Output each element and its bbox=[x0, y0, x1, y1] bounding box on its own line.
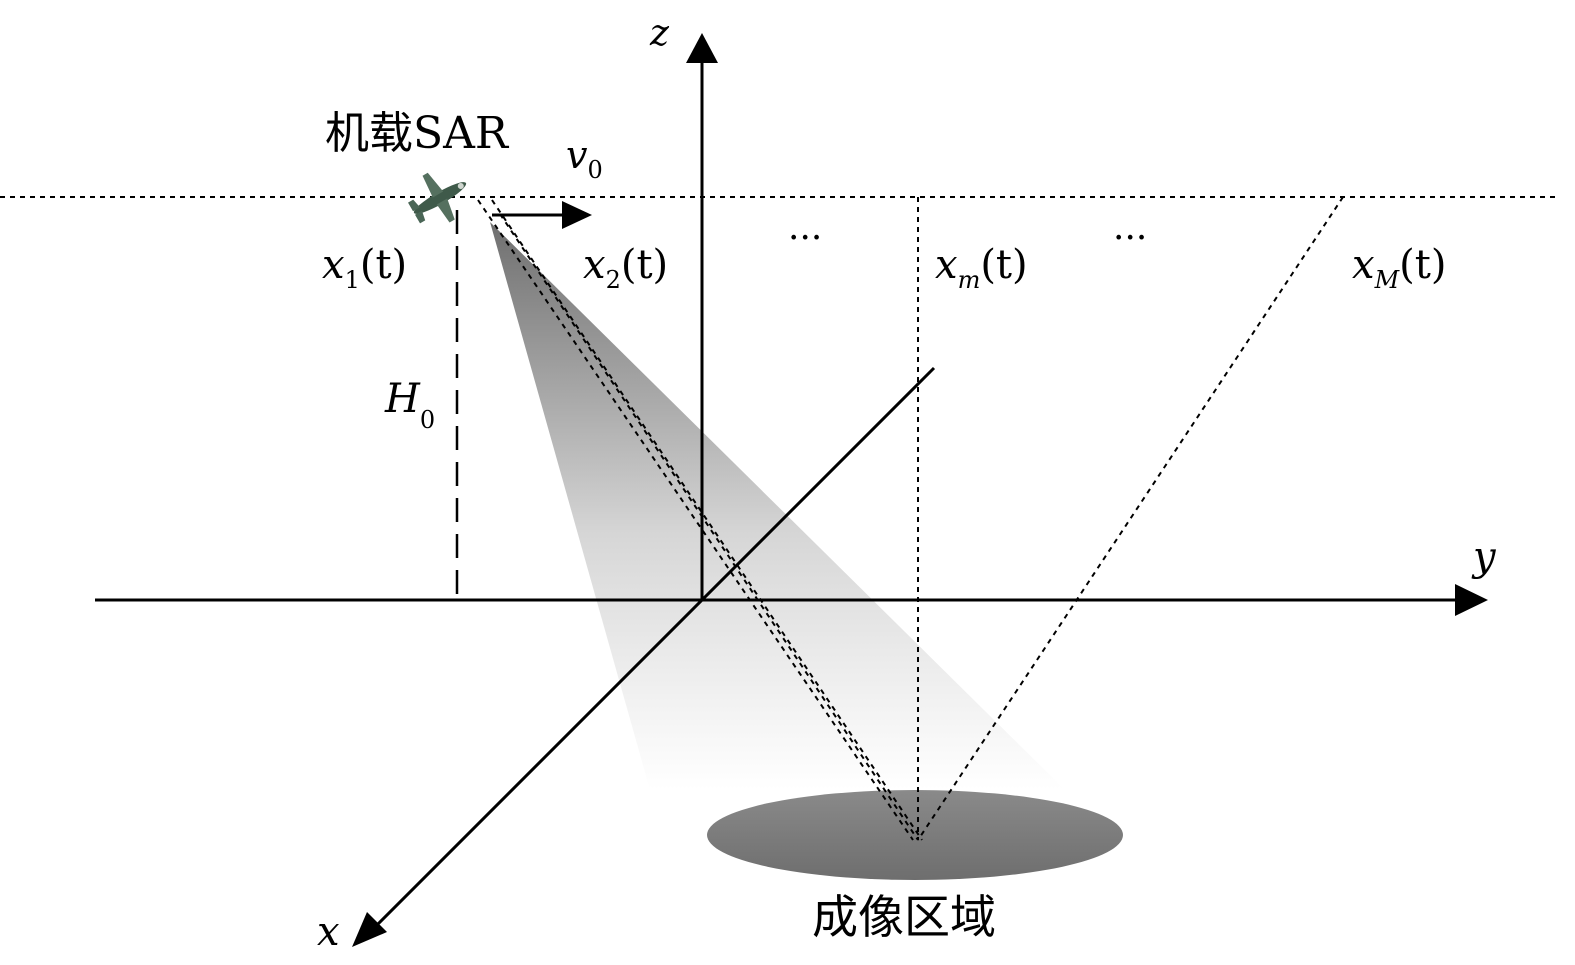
ellipsis-1: ··· bbox=[788, 218, 822, 259]
imaging-area bbox=[707, 790, 1123, 880]
airplane-icon bbox=[408, 172, 467, 224]
x-axis-label: x bbox=[317, 909, 340, 955]
platform-label: 机载SAR bbox=[325, 108, 510, 159]
imaging-area-label: 成像区域 bbox=[812, 890, 996, 944]
position-label-xm: xm(t) bbox=[935, 242, 1028, 294]
velocity-arrowhead bbox=[562, 201, 592, 229]
radar-beam bbox=[490, 222, 1065, 790]
y-axis-arrowhead bbox=[1455, 584, 1488, 616]
position-label-xM: xM(t) bbox=[1352, 242, 1446, 294]
position-label-x1: x1(t) bbox=[322, 242, 407, 294]
ellipsis-2: ··· bbox=[1113, 218, 1147, 259]
slant-line-2 bbox=[491, 199, 923, 841]
velocity-label: v0 bbox=[566, 133, 603, 184]
x-axis-arrowhead bbox=[352, 912, 387, 947]
x-axis bbox=[370, 366, 936, 932]
height-label: H0 bbox=[384, 376, 435, 434]
z-axis-arrowhead bbox=[686, 33, 718, 63]
z-axis-label: z bbox=[649, 13, 670, 54]
slant-line-1 bbox=[477, 199, 914, 841]
slant-line-M bbox=[917, 196, 1344, 841]
position-label-x2: x2(t) bbox=[583, 242, 668, 294]
y-axis-label: y bbox=[1471, 534, 1497, 580]
